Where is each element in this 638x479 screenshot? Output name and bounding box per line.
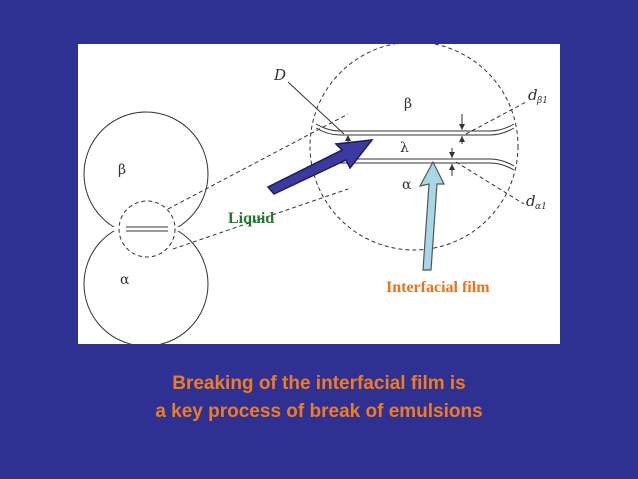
d-arrow-head-top [345,135,351,141]
d-alpha-head-bottom [449,164,455,170]
droplet-alpha-outline [83,231,209,344]
label-beta-right: β [404,96,412,112]
droplet-beta-outline [83,111,209,227]
slide-caption: Breaking of the interfacial film is a ke… [0,370,638,426]
label-d-alpha: d [526,192,536,210]
label-d: D [273,66,286,84]
label-alpha-right: α [402,177,412,193]
zoom-connector-bottom [172,188,349,250]
d-alpha-head-top [449,152,455,158]
d-leader-line [287,81,345,135]
label-d-beta-sub: β1 [536,96,548,106]
d-beta-head-top [459,124,465,130]
label-beta-left: β [118,162,126,178]
film-upper-outer [315,123,515,132]
zoom-connector-top [167,113,349,210]
zoom-region-large [309,44,519,251]
liquid-callout: Liquid [228,210,274,227]
liquid-arrow [266,139,374,195]
film-lower-outer [315,162,515,171]
d-beta-leader [465,101,527,135]
interfacial-film-arrow [418,160,445,271]
label-d-beta: d [528,86,538,104]
diagram-panel: D β α β λ α d β1 d α1 Liquid Interfacial… [78,44,560,344]
zoom-region-small [118,200,176,258]
label-lambda: λ [400,140,409,156]
caption-line-1: Breaking of the interfacial film is [172,373,466,394]
label-d-alpha-sub: α1 [535,202,547,212]
film-upper-inner [315,127,515,136]
interfacial-film-callout: Interfacial film [386,279,490,296]
label-alpha-left: α [120,272,130,288]
d-beta-head-bottom [459,136,465,142]
emulsion-film-diagram: D β α β λ α d β1 d α1 Liquid Interfacial… [83,44,548,344]
caption-line-2: a key process of break of emulsions [155,401,483,422]
d-alpha-leader [455,161,525,205]
